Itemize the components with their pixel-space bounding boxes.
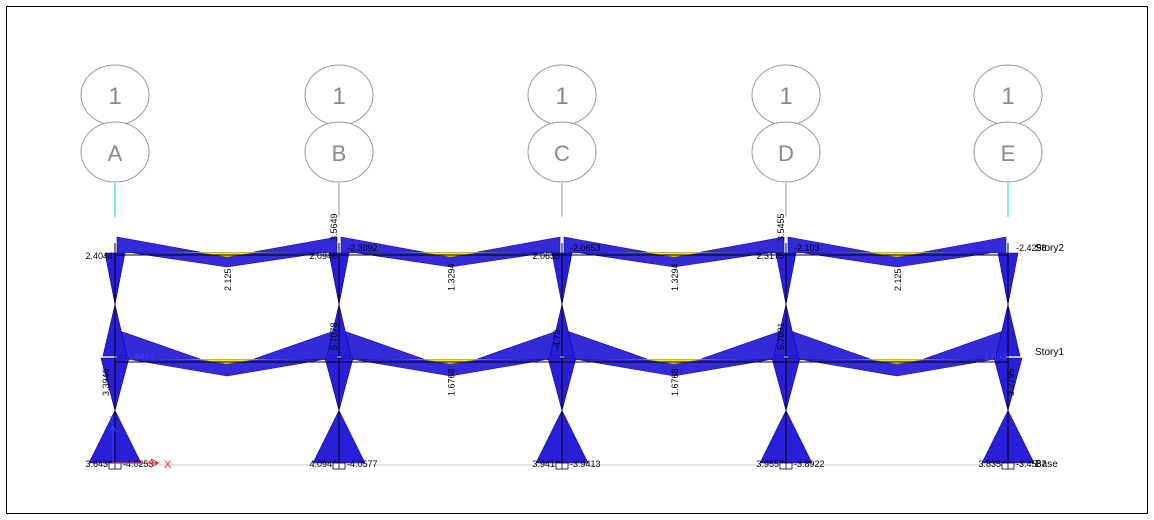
story-label-base: Base (1035, 459, 1058, 470)
axis-label-z: Z (109, 415, 115, 425)
value-story1-left: 1.894 (984, 352, 1007, 362)
grid-bubble-letter (973, 121, 1043, 183)
grid-bubble-letter (751, 121, 821, 183)
moment-diagram-svg: 1A 1B 1C 1D 1E 2.4044 1.8431 3.3946 3.6436 -4.02… (80, 64, 1064, 471)
value-story2-left: 2.4044 (85, 251, 113, 261)
value-story1-top: 5.7078 (329, 322, 339, 350)
fixed-support-icon (332, 462, 346, 470)
value-story2-right: -2.3092 (347, 243, 378, 253)
story-label-story1: Story1 (1035, 347, 1064, 358)
value-story2-mid: 1.3294 (447, 263, 457, 291)
beam-story2-1-neg-right (477, 236, 561, 254)
value-story2-mid: 2.125 (893, 268, 903, 291)
value-base-right: -3.4587 (1016, 459, 1047, 469)
value-story1-mid: 1.6768 (447, 368, 457, 396)
grid-label-number: 1 (555, 83, 568, 110)
grid-label-letter: A (108, 141, 123, 166)
value-story2-left: 2.3175 (756, 251, 784, 261)
axis-triad-icon: X Z (108, 415, 172, 471)
value-story2-top: 3.5455 (776, 213, 786, 241)
grid-bubble-letter (80, 121, 150, 183)
grid-label-letter: E (1001, 141, 1016, 166)
value-story2-top: 3.5649 (329, 213, 339, 241)
story-label-story2: Story2 (1035, 243, 1064, 254)
value-story2-right: -2.4298 (1016, 243, 1047, 253)
beam-story1-2-neg-left (563, 329, 648, 361)
value-base-left: 3.9557 (756, 459, 784, 469)
value-story2-right: -2.0653 (570, 243, 601, 253)
axis-label-x: X (164, 459, 172, 471)
beam-story2-2-neg-left (563, 236, 648, 254)
value-story2-left: 2.0946 (309, 251, 337, 261)
value-labels: 2.4044 1.8431 3.3946 3.6436 -4.0253 2.0946 -2.… (85, 213, 1046, 469)
grid-bubble-letter (527, 121, 597, 183)
story-labels: Story2 Story1 Base (1035, 243, 1064, 470)
value-base-left: 3.8354 (978, 459, 1006, 469)
grid-label-number: 1 (1001, 83, 1014, 110)
value-base-right: -4.0253 (123, 459, 154, 469)
value-story2-mid: 1.3294 (670, 263, 680, 291)
value-base-left: 4.0942 (309, 459, 337, 469)
value-story2-right: -2.103 (794, 243, 820, 253)
grid-label-letter: C (554, 141, 570, 166)
grid-bubble-letter (304, 121, 374, 183)
beam-story2-0-neg-right (253, 236, 338, 254)
grid-label-letter: D (778, 141, 794, 166)
value-story2-left: 2.0633 (532, 251, 560, 261)
beam-story2-3-neg-right (923, 236, 1007, 254)
value-story2-mid: 2.125 (223, 268, 233, 291)
beam-story1-0-neg-right (253, 329, 338, 361)
value-base-left: 3.9413 (532, 459, 560, 469)
fixed-support-icon (779, 462, 793, 470)
beam-story1-1-neg-right (477, 329, 561, 361)
fixed-support-icon (555, 462, 569, 470)
grid-label-letter: B (332, 141, 347, 166)
beam-story2-1-neg-left (340, 236, 424, 254)
grid-label-number: 1 (332, 83, 345, 110)
beam-story2-2-neg-right (700, 236, 785, 254)
beam-story2-0-neg-left (116, 236, 201, 254)
value-base-left: 3.6436 (85, 459, 113, 469)
grid-bubbles: 1A 1B 1C 1D 1E (80, 64, 1043, 217)
beam-story1-2-neg-right (700, 329, 785, 361)
value-story1-column: 3.3946 (101, 368, 111, 396)
value-story1-left: 1.8431 (127, 352, 155, 362)
value-story1-top: -4.79 (552, 329, 562, 350)
supports (108, 462, 1015, 470)
value-base-right: -3.8922 (794, 459, 825, 469)
value-story1-top: 5.7091 (776, 322, 786, 350)
value-base-right: -4.0577 (347, 459, 378, 469)
beam-story1-3-neg-left (787, 329, 871, 361)
fixed-support-icon (108, 462, 122, 470)
grid-label-number: 1 (108, 83, 121, 110)
value-story1-column: 3.2795 (1006, 368, 1016, 396)
fixed-support-icon (1001, 462, 1015, 470)
value-base-right: -3.9413 (570, 459, 601, 469)
beam-story1-1-neg-left (340, 329, 424, 361)
value-story1-mid: 1.6768 (670, 368, 680, 396)
grid-label-number: 1 (779, 83, 792, 110)
beam-story2-3-neg-left (787, 236, 871, 254)
frame-members (95, 243, 1028, 466)
